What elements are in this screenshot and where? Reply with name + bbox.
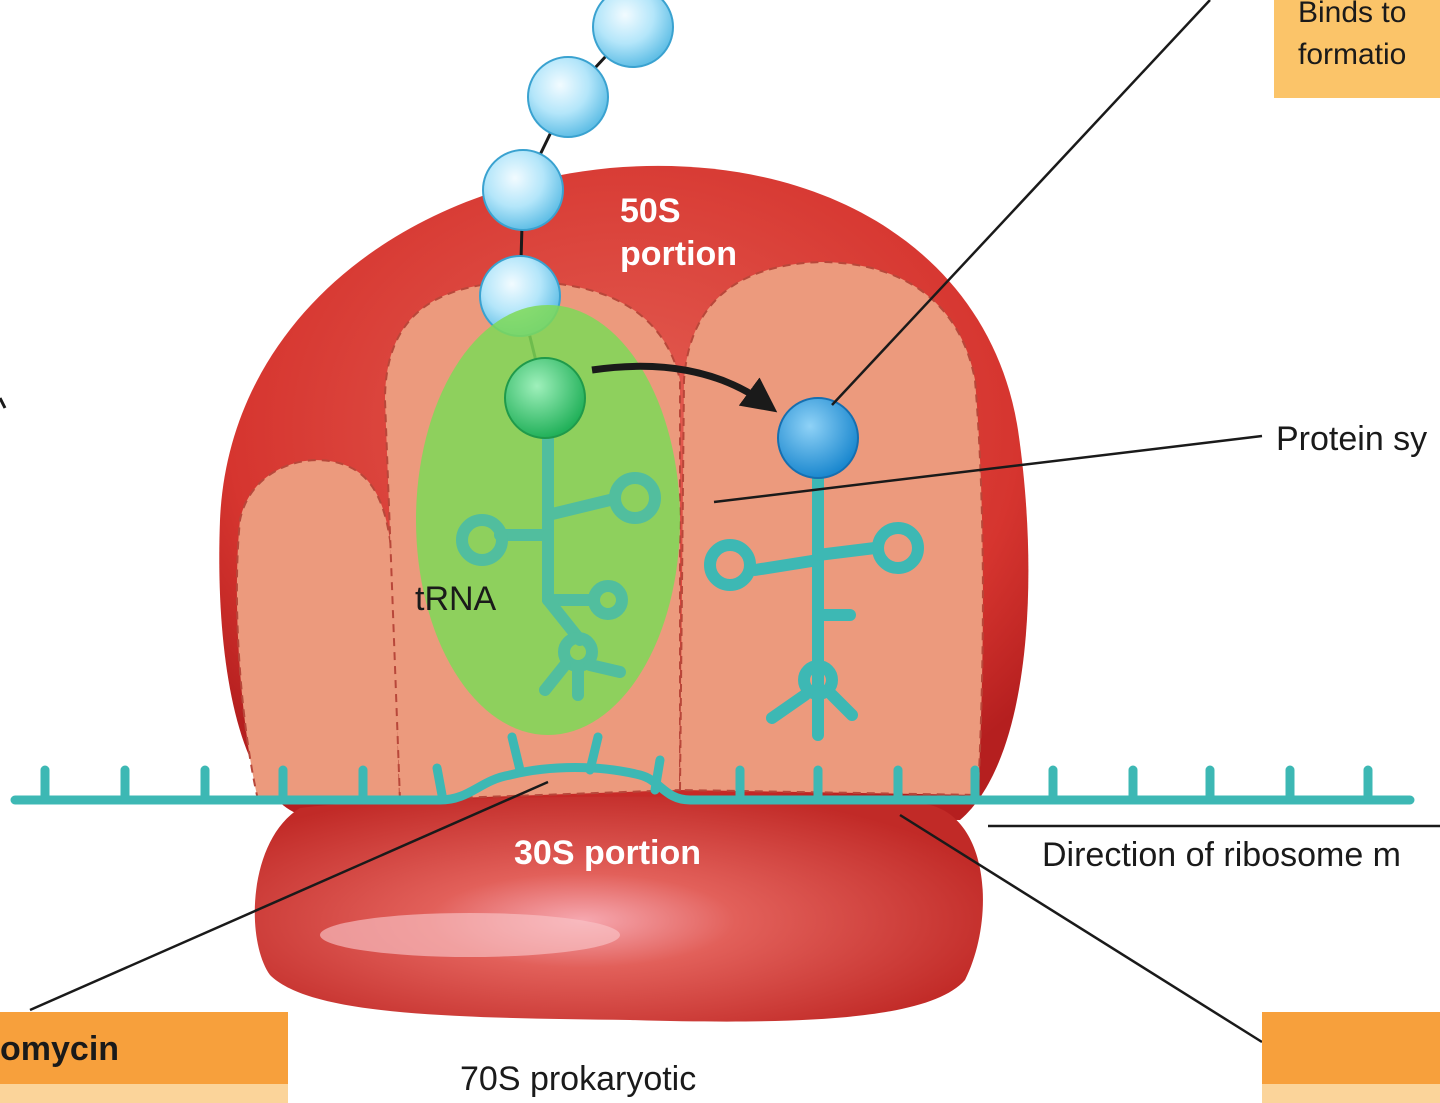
label-protein-synthesis: Protein sy (1276, 420, 1427, 458)
label-ribosome-type: 70S prokaryotic (460, 1060, 696, 1098)
label-left-box: omycin (0, 1030, 119, 1068)
leader-protein-synthesis (713, 434, 1263, 504)
label-50s-line2: portion (620, 235, 737, 273)
leader-bottom-right-box (899, 813, 1263, 1044)
trna-p-site (456, 414, 661, 701)
leader-left-box (29, 780, 549, 1012)
left-label-box-strip (0, 1084, 288, 1103)
label-30s: 30S portion (514, 834, 701, 872)
peptide-transfer-arrow (591, 362, 778, 413)
bottom-right-label-box-strip (1262, 1084, 1440, 1103)
mrna-strand (10, 732, 1415, 805)
label-direction: Direction of ribosome m (1042, 836, 1401, 874)
label-trna: tRNA (415, 580, 497, 618)
top-right-label-box (1274, 0, 1440, 98)
site-lobe-left (235, 459, 402, 801)
trna-a-site (704, 464, 924, 741)
site-lobe-a (678, 260, 984, 797)
a-site-amino-acid (777, 397, 859, 479)
p-site-amino-acid (504, 357, 586, 439)
left-label-box (0, 1012, 288, 1084)
bottom-right-label-box (1262, 1012, 1440, 1084)
peptide-bead-3 (482, 149, 564, 231)
peptide-bead-1 (592, 0, 674, 68)
label-50s-line1: 50S (620, 192, 681, 230)
subunit-30s (254, 796, 983, 1022)
top-box-line2: formatio (1298, 38, 1406, 71)
peptide-bead-2 (527, 56, 609, 138)
top-box-line1: Binds to (1298, 0, 1406, 29)
edge-mark (0, 397, 7, 409)
leader-top-box (831, 0, 1211, 406)
subunit-30s-highlight (320, 913, 620, 957)
